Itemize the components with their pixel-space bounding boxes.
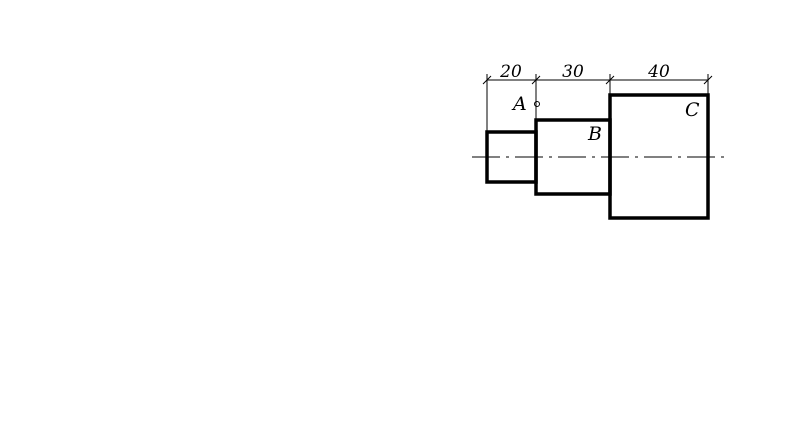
point-a-marker <box>534 101 540 107</box>
dimension-label-30: 30 <box>562 62 584 82</box>
point-label-a: A <box>511 93 527 115</box>
dimension-label-40: 40 <box>647 62 670 82</box>
dimension-label-20: 20 <box>499 62 522 82</box>
point-label-c: C <box>685 99 700 121</box>
dimension-tick <box>703 75 713 85</box>
dimension-tick <box>531 75 541 85</box>
dimension-tick <box>605 75 615 85</box>
dimension-tick <box>482 75 492 85</box>
shaft-step-large <box>608 93 710 220</box>
point-label-b: B <box>587 123 602 145</box>
